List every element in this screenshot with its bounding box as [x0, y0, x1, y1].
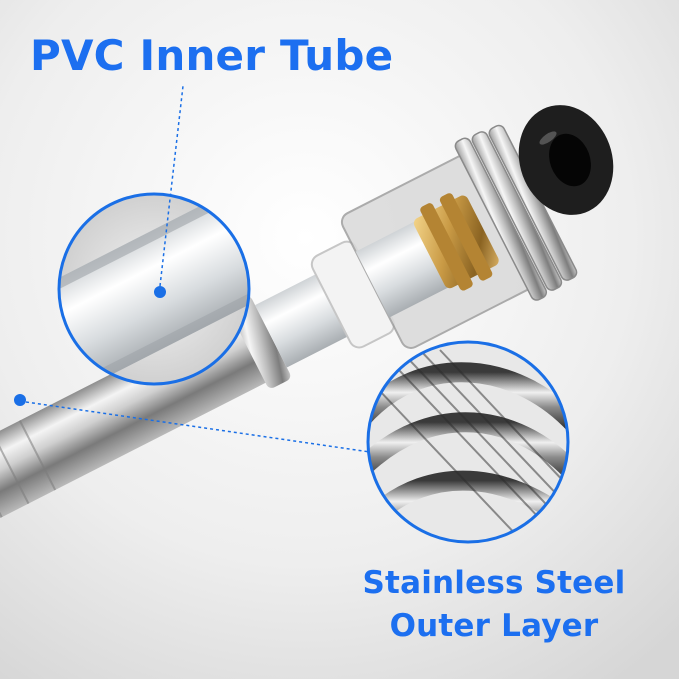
brass-ridge: [439, 193, 493, 281]
label-line-2: Outer Layer: [389, 608, 599, 644]
label-line-1: Stainless Steel: [362, 565, 626, 601]
pvc-callout-dot-icon: [154, 286, 166, 298]
pvc-callout-ring: [57, 192, 251, 386]
stainless-steel-outer-layer-label: Stainless Steel Outer Layer: [336, 562, 652, 648]
seal-highlight: [539, 131, 557, 145]
pvc-callout-lens: [57, 192, 251, 386]
steel-callout-lens: [366, 340, 570, 544]
thread-ridges: [454, 124, 578, 301]
pvc-inner-tube-label: PVC Inner Tube: [30, 31, 394, 80]
seal-hole: [549, 133, 591, 187]
pvc-tube-segment: [255, 273, 350, 368]
hose-ribs: [0, 420, 57, 518]
steel-callout-dot-icon: [14, 394, 26, 406]
brass-ridge: [420, 203, 473, 291]
steel-callout-ring: [366, 340, 570, 544]
steel-leader-line: [25, 401, 371, 453]
